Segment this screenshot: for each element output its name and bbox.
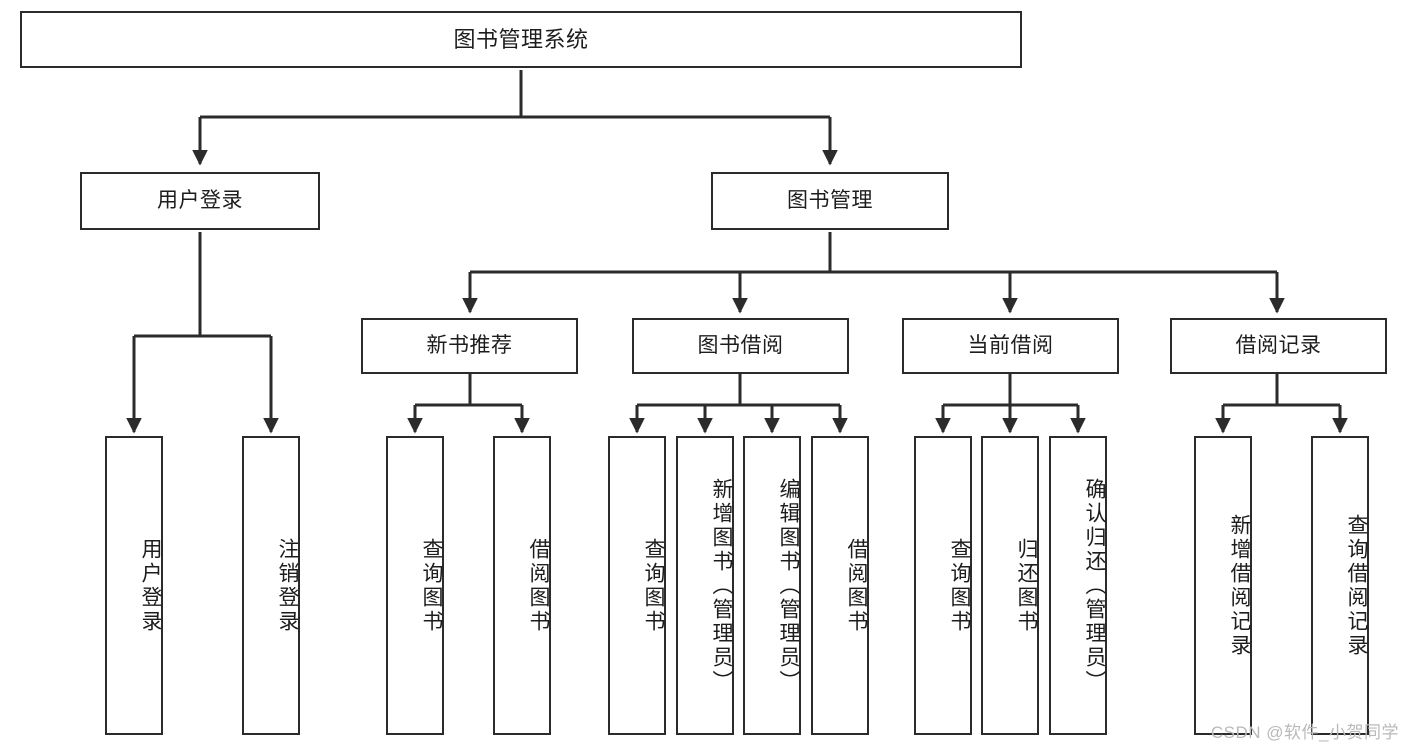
node-leaf-borrow-books-label: 借阅图书	[845, 537, 868, 634]
node-current-borrowing-label: 当前借阅	[967, 333, 1054, 357]
node-leaf-query-borrow-record-label: 查询借阅记录	[1345, 513, 1368, 658]
node-book-borrowing-label: 图书借阅	[697, 333, 784, 357]
leaf-inner: 查询借阅记录	[1313, 438, 1368, 733]
node-leaf-return-books-label: 归还图书	[1015, 537, 1038, 634]
leaf-inner: 查询图书	[388, 438, 443, 733]
node-leaf-confirm-return-admin[interactable]: 确认归还（管理员）	[1049, 436, 1107, 735]
node-book-management[interactable]: 图书管理	[711, 172, 949, 230]
leaf-inner: 查询图书	[610, 438, 665, 733]
leaf-inner: 编辑图书（管理员）	[745, 438, 800, 733]
node-leaf-logout-label: 注销登录	[276, 537, 299, 634]
node-leaf-query-borrow-record[interactable]: 查询借阅记录	[1311, 436, 1369, 735]
node-leaf-return-books[interactable]: 归还图书	[981, 436, 1039, 735]
leaf-inner: 归还图书	[983, 438, 1038, 733]
node-book-borrowing[interactable]: 图书借阅	[632, 318, 849, 374]
leaf-inner: 确认归还（管理员）	[1051, 438, 1106, 733]
node-new-book-recommendation[interactable]: 新书推荐	[361, 318, 578, 374]
node-leaf-add-book-admin[interactable]: 新增图书（管理员）	[676, 436, 734, 735]
node-leaf-borrow-books-newbook[interactable]: 借阅图书	[493, 436, 551, 735]
node-leaf-edit-book-admin[interactable]: 编辑图书（管理员）	[743, 436, 801, 735]
node-leaf-add-borrow-record-label: 新增借阅记录	[1228, 513, 1251, 658]
leaf-inner: 新增借阅记录	[1196, 438, 1251, 733]
node-leaf-query-books-borrow-label: 查询图书	[642, 537, 665, 634]
leaf-inner: 用户登录	[107, 438, 162, 733]
node-leaf-edit-book-admin-label: 编辑图书（管理员）	[777, 477, 800, 694]
node-leaf-user-login-label: 用户登录	[139, 537, 162, 634]
node-book-management-label: 图书管理	[787, 188, 873, 212]
node-leaf-borrow-books-newbook-label: 借阅图书	[527, 537, 550, 634]
node-leaf-query-books-current[interactable]: 查询图书	[914, 436, 972, 735]
node-new-book-recommendation-label: 新书推荐	[426, 333, 513, 357]
leaf-inner: 注销登录	[244, 438, 299, 733]
node-user-login-label: 用户登录	[157, 188, 243, 212]
node-leaf-confirm-return-admin-label: 确认归还（管理员）	[1083, 477, 1106, 694]
node-leaf-add-book-admin-label: 新增图书（管理员）	[710, 477, 733, 694]
node-leaf-logout[interactable]: 注销登录	[242, 436, 300, 735]
node-leaf-query-books-borrow[interactable]: 查询图书	[608, 436, 666, 735]
node-user-login[interactable]: 用户登录	[80, 172, 320, 230]
node-leaf-query-books-current-label: 查询图书	[948, 537, 971, 634]
node-leaf-borrow-books[interactable]: 借阅图书	[811, 436, 869, 735]
node-leaf-user-login[interactable]: 用户登录	[105, 436, 163, 735]
csdn-watermark: CSDN @软件_小贺同学	[1210, 723, 1399, 742]
leaf-inner: 查询图书	[916, 438, 971, 733]
node-current-borrowing[interactable]: 当前借阅	[902, 318, 1119, 374]
node-leaf-query-books-newbook-label: 查询图书	[420, 537, 443, 634]
node-borrowing-record-label: 借阅记录	[1235, 333, 1322, 357]
node-borrowing-record[interactable]: 借阅记录	[1170, 318, 1387, 374]
leaf-inner: 新增图书（管理员）	[678, 438, 733, 733]
leaf-inner: 借阅图书	[495, 438, 550, 733]
node-root-book-management-system[interactable]: 图书管理系统	[20, 11, 1022, 68]
node-leaf-query-books-newbook[interactable]: 查询图书	[386, 436, 444, 735]
node-leaf-add-borrow-record[interactable]: 新增借阅记录	[1194, 436, 1252, 735]
leaf-inner: 借阅图书	[813, 438, 868, 733]
node-root-label: 图书管理系统	[453, 26, 589, 52]
